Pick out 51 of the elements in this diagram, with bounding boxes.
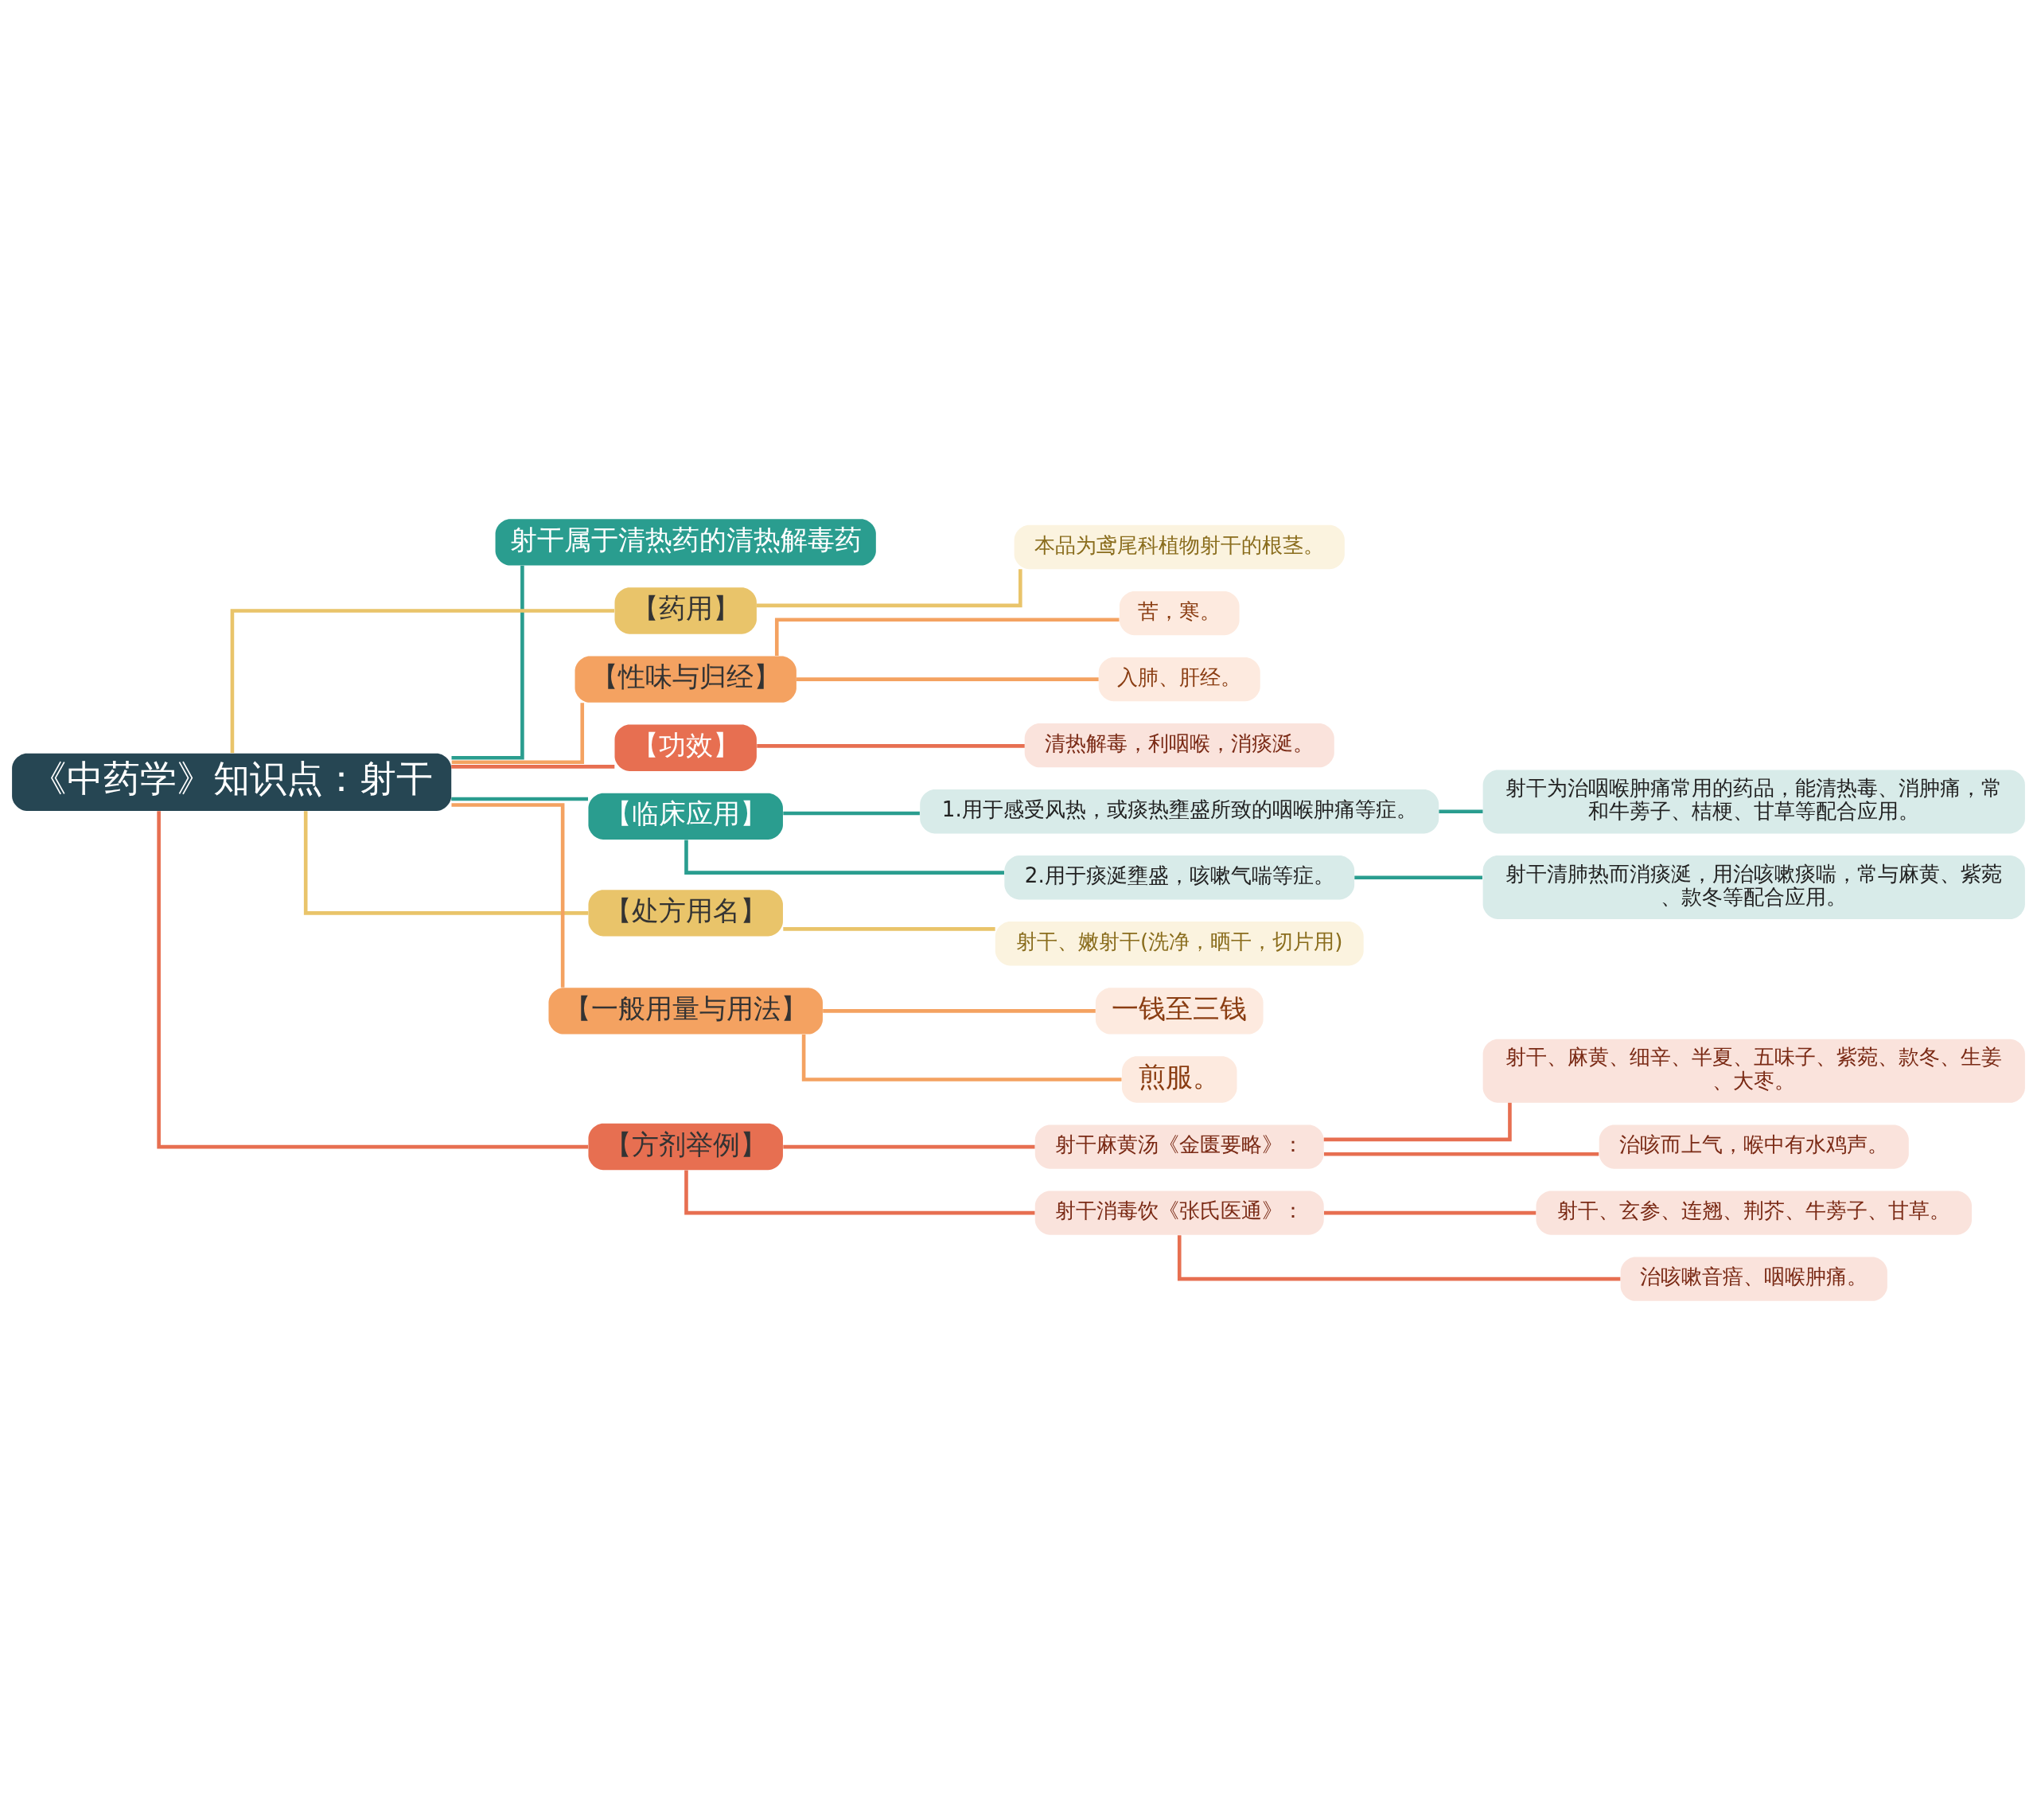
node-box: 2.用于痰涎壅盛，咳嗽气喘等症。 — [1004, 855, 1355, 900]
connector — [684, 840, 1004, 875]
node-box: 煎服。 — [1121, 1056, 1237, 1103]
node-box: 【临床应用】 — [588, 793, 783, 840]
connector — [451, 703, 585, 765]
connector — [303, 811, 589, 915]
connector — [796, 677, 1099, 681]
connector — [157, 811, 589, 1149]
connector — [756, 569, 1022, 608]
connector — [684, 1170, 1035, 1215]
node-box: 射干、玄参、连翘、荆芥、牛蒡子、甘草。 — [1536, 1191, 1972, 1235]
node-box: 入肺、肝经。 — [1098, 657, 1260, 702]
connector — [230, 609, 615, 754]
node-box: 治咳嗽音瘖、咽喉肿痛。 — [1620, 1257, 1887, 1301]
connector — [1323, 1102, 1512, 1142]
connector — [451, 565, 524, 760]
node-box: 射干清肺热而消痰涎，用治咳嗽痰喘，常与麻黄、紫菀、款冬等配合应用。 — [1482, 855, 2025, 920]
node-box: 本品为鸢尾科植物射干的根茎。 — [1014, 524, 1345, 570]
connector — [783, 927, 995, 931]
node-box: 【药用】 — [614, 587, 757, 634]
connector — [783, 1144, 1035, 1149]
connector — [1177, 1235, 1621, 1281]
connector — [451, 797, 588, 801]
connector — [757, 744, 1025, 748]
node-box: 《中药学》知识点：射干 — [12, 753, 452, 811]
connector — [1323, 1152, 1599, 1156]
connector — [774, 618, 1120, 657]
node-box: 射干、嫩射干(洗净，晒干，切片用) — [995, 922, 1364, 966]
node-box: 【处方用名】 — [588, 890, 783, 937]
node-box: 射干属于清热药的清热解毒药 — [495, 519, 876, 566]
node-box: 一钱至三钱 — [1095, 988, 1264, 1035]
connector — [823, 1009, 1096, 1013]
node-box: 【功效】 — [614, 724, 757, 771]
node-box: 射干麻黄汤《金匮要略》： — [1034, 1124, 1324, 1169]
node-box: 治咳而上气，喉中有水鸡声。 — [1599, 1124, 1909, 1169]
node-box: 清热解毒，利咽喉，消痰涎。 — [1024, 723, 1334, 768]
node-box: 1.用于感受风热，或痰热壅盛所致的咽喉肿痛等症。 — [920, 789, 1439, 834]
connector — [451, 765, 615, 769]
node-box: 射干为治咽喉肿痛常用的药品，能清热毒、消肿痛，常和牛蒡子、桔梗、甘草等配合应用。 — [1482, 770, 2025, 834]
node-box: 苦，寒。 — [1119, 590, 1240, 636]
connector — [1323, 1210, 1537, 1215]
node-box: 【方剂举例】 — [588, 1123, 783, 1171]
connector — [783, 811, 920, 816]
node-box: 【一般用量与用法】 — [548, 988, 823, 1035]
node-box: 【性味与归经】 — [574, 656, 796, 703]
node-box: 射干、麻黄、细辛、半夏、五味子、紫菀、款冬、生姜、大枣。 — [1482, 1039, 2025, 1103]
connector — [451, 803, 565, 988]
connector — [1439, 809, 1483, 813]
node-box: 射干消毒饮《张氏医通》： — [1034, 1191, 1324, 1235]
connector — [801, 1035, 1122, 1081]
connector — [1354, 875, 1482, 880]
